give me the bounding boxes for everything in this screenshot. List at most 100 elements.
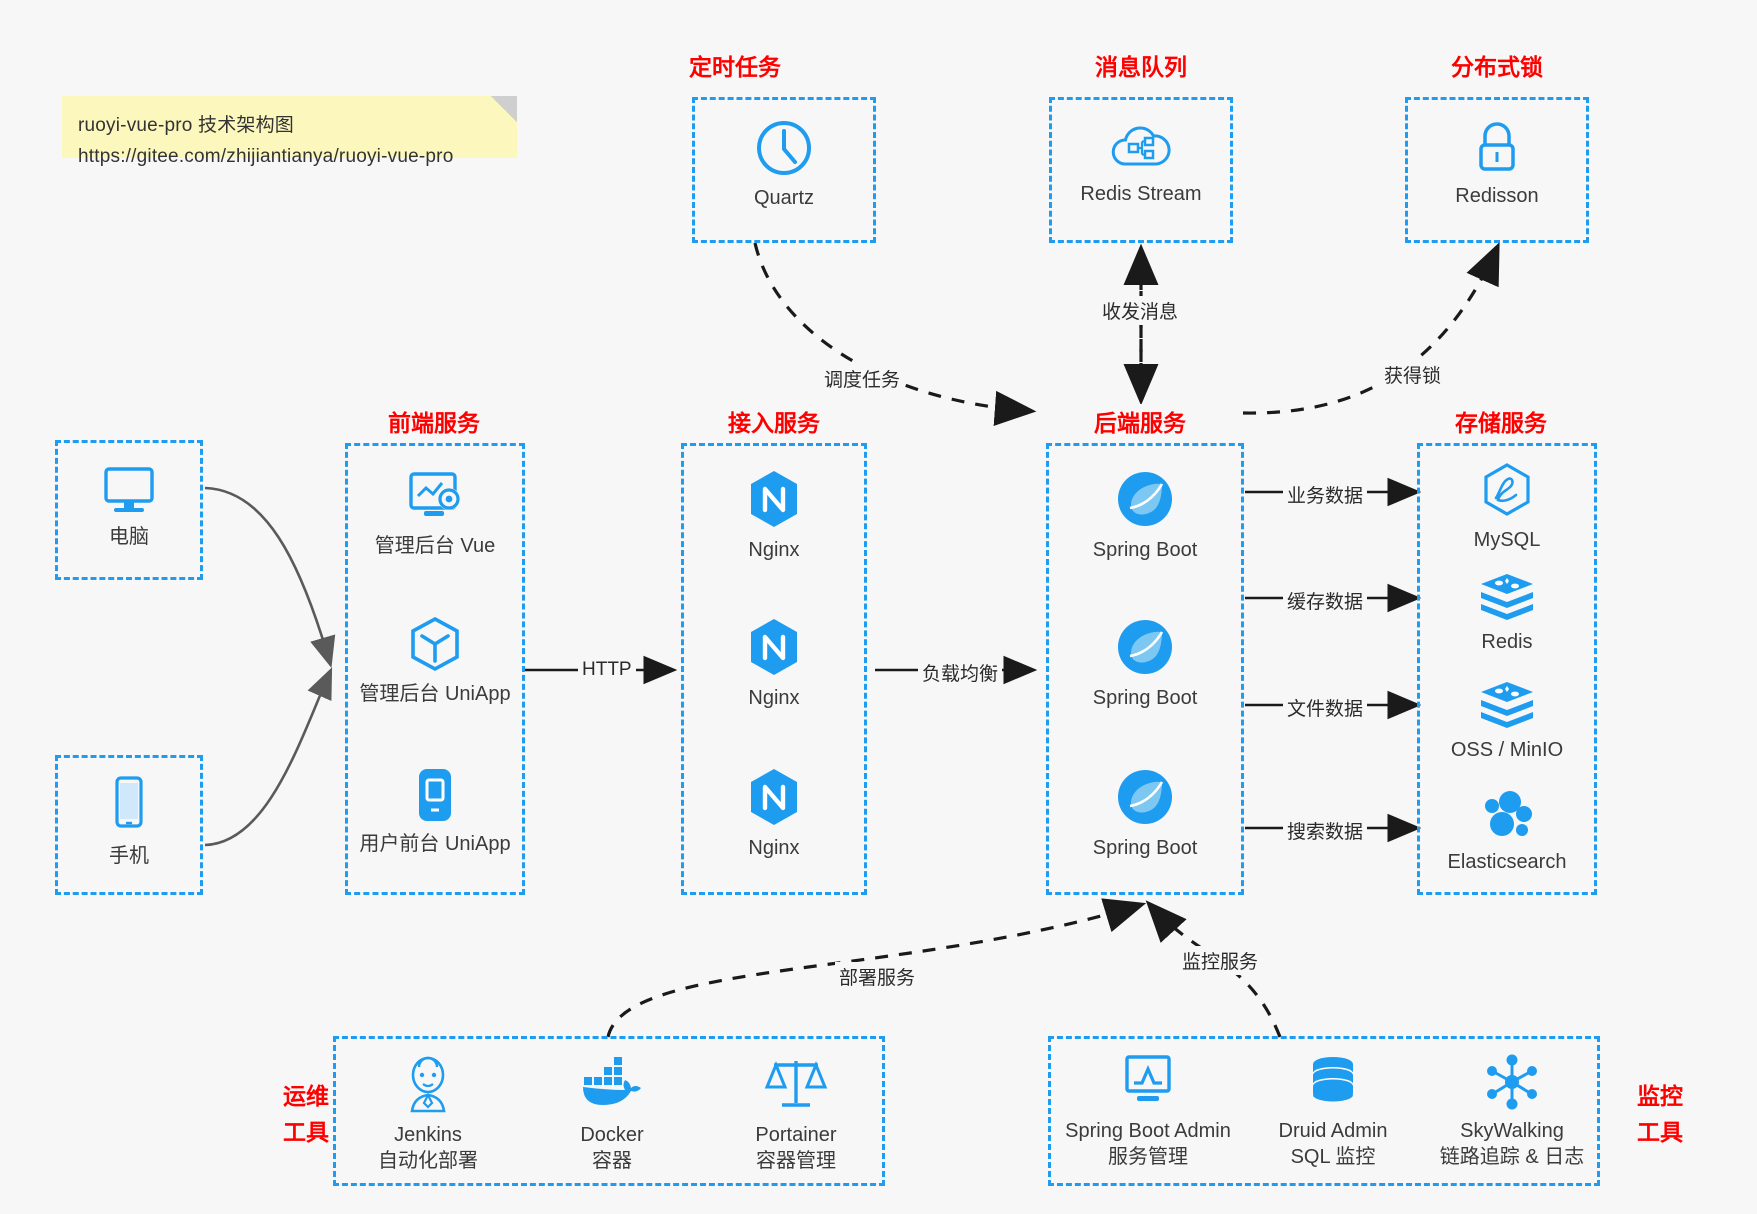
group-title-devops: 运维 工具: [258, 1078, 354, 1150]
node-user-uniapp[interactable]: 用户前台 UniApp: [348, 766, 522, 857]
node-label: Spring Boot Admin: [1065, 1120, 1231, 1142]
jenkins-icon: [410, 1056, 446, 1113]
node-spring-boot-2[interactable]: Spring Boot: [1049, 616, 1241, 711]
node-sublabel: SQL 监控: [1290, 1146, 1376, 1168]
node-jenkins[interactable]: Jenkins 自动化部署: [336, 1053, 520, 1174]
node-admin-uniapp[interactable]: 管理后台 UniApp: [348, 614, 522, 707]
node-label: Spring Boot: [1092, 539, 1198, 561]
node-sublabel: 链路追踪 & 日志: [1439, 1146, 1585, 1168]
devops-title-line2: 工具: [283, 1119, 329, 1145]
node-label: Nginx: [748, 837, 800, 859]
node-spring-boot-1[interactable]: Spring Boot: [1049, 468, 1241, 563]
nginx-icon: [751, 769, 797, 825]
group-title-storage: 存储服务: [1449, 404, 1553, 438]
group-mq: Redis Stream: [1049, 97, 1233, 243]
database-icon: [1313, 1057, 1353, 1102]
node-sublabel: 容器管理: [756, 1150, 836, 1172]
desktop-icon: [104, 467, 154, 512]
edge-label-deploy-service: 部署服务: [835, 962, 920, 991]
group-title-gateway: 接入服务: [722, 404, 826, 438]
devops-title-line1: 运维: [283, 1083, 329, 1109]
edge-label-cache-data: 缓存数据: [1283, 586, 1368, 615]
node-label: Portainer: [755, 1124, 837, 1146]
node-redis-stream[interactable]: Redis Stream: [1052, 118, 1230, 207]
node-docker[interactable]: Docker 容器: [520, 1053, 704, 1174]
node-mysql[interactable]: MySQL: [1420, 462, 1594, 553]
edge-pc-to-frontend: [204, 486, 336, 668]
group-backend: Spring Boot Spring Boot Spring Boot: [1046, 443, 1244, 895]
node-oss-minio[interactable]: OSS / MinIO: [1420, 678, 1594, 763]
lock-icon: [1479, 122, 1515, 171]
node-label: Druid Admin: [1278, 1120, 1388, 1142]
node-mobile[interactable]: 手机: [58, 774, 200, 869]
node-admin-vue[interactable]: 管理后台 Vue: [348, 468, 522, 559]
monitor-gear-icon: [409, 472, 460, 516]
node-label: 管理后台 Vue: [374, 535, 496, 557]
node-sublabel: 容器: [592, 1150, 632, 1172]
node-label: Nginx: [748, 687, 800, 709]
edge-backend-to-redisson: [1242, 242, 1500, 415]
node-druid-admin[interactable]: Druid Admin SQL 监控: [1245, 1053, 1421, 1170]
group-title-mq: 消息队列: [1089, 48, 1193, 82]
node-quartz[interactable]: Quartz: [695, 118, 873, 211]
node-label: Elasticsearch: [1447, 851, 1567, 873]
note-line-title: ruoyi-vue-pro 技术架构图: [78, 115, 295, 136]
scales-icon: [764, 1061, 828, 1107]
spring-boot-icon: [1118, 620, 1172, 674]
node-skywalking[interactable]: SkyWalking 链路追踪 & 日志: [1421, 1053, 1603, 1170]
docker-icon: [583, 1057, 641, 1105]
edge-label-schedule-task: 调度任务: [820, 364, 905, 393]
node-nginx-3[interactable]: Nginx: [684, 766, 864, 861]
mysql-icon: [1484, 463, 1530, 516]
node-spring-boot-admin[interactable]: Spring Boot Admin 服务管理: [1051, 1053, 1245, 1170]
sticky-note: ruoyi-vue-pro 技术架构图 https://gitee.com/zh…: [62, 96, 517, 167]
node-label: Docker: [580, 1124, 644, 1146]
note-line-url: https://gitee.com/zhijiantianya/ruoyi-vu…: [78, 146, 454, 167]
nginx-icon: [751, 619, 797, 675]
monitor-title-line2: 工具: [1637, 1119, 1683, 1145]
spring-boot-icon: [1118, 472, 1172, 526]
skywalking-icon: [1487, 1054, 1537, 1110]
node-label: Redis: [1481, 631, 1533, 653]
group-scheduler: Quartz: [692, 97, 876, 243]
node-portainer[interactable]: Portainer 容器管理: [704, 1053, 888, 1174]
group-title-monitor: 监控 工具: [1612, 1078, 1708, 1150]
group-lock: Redisson: [1405, 97, 1589, 243]
group-title-lock: 分布式锁: [1445, 48, 1549, 82]
edge-label-search-data: 搜索数据: [1283, 816, 1368, 845]
node-label: 用户前台 UniApp: [359, 833, 511, 855]
edge-mobile-to-frontend: [204, 667, 333, 847]
mobile-icon: [115, 776, 143, 828]
node-label: MySQL: [1473, 529, 1541, 551]
group-title-frontend: 前端服务: [382, 404, 486, 438]
monitor-title-line1: 监控: [1637, 1083, 1683, 1109]
node-label: 管理后台 UniApp: [359, 683, 511, 705]
node-nginx-2[interactable]: Nginx: [684, 616, 864, 711]
group-client-mobile: 手机: [55, 755, 203, 895]
node-pc[interactable]: 电脑: [58, 463, 200, 550]
group-storage: MySQL Redis OSS / MinIO: [1417, 443, 1597, 895]
redis-icon: [1481, 574, 1533, 620]
group-title-backend: 后端服务: [1088, 404, 1192, 438]
node-redis[interactable]: Redis: [1420, 570, 1594, 655]
node-label: 手机: [109, 845, 149, 867]
edge-label-send-recv-message: 收发消息: [1098, 296, 1183, 325]
edge-label-file-data: 文件数据: [1283, 693, 1368, 722]
edge-label-monitor-service: 监控服务: [1178, 946, 1263, 975]
node-elasticsearch[interactable]: Elasticsearch: [1420, 786, 1594, 875]
node-label: Jenkins: [394, 1124, 462, 1146]
group-gateway: Nginx Nginx Nginx: [681, 443, 867, 895]
group-frontend: 管理后台 Vue 管理后台 UniApp 用户前台 UniApp: [345, 443, 525, 895]
node-spring-boot-3[interactable]: Spring Boot: [1049, 766, 1241, 861]
cloud-stream-icon: [1111, 126, 1171, 166]
edge-label-http: HTTP: [578, 658, 636, 682]
edge-label-acquire-lock: 获得锁: [1380, 360, 1446, 389]
group-monitor: Spring Boot Admin 服务管理 Druid Admin SQL 监…: [1048, 1036, 1600, 1186]
nginx-icon: [751, 471, 797, 527]
node-redisson[interactable]: Redisson: [1408, 118, 1586, 209]
cube-icon: [411, 616, 459, 672]
node-label: Spring Boot: [1092, 687, 1198, 709]
node-label: Quartz: [753, 187, 815, 209]
node-nginx-1[interactable]: Nginx: [684, 468, 864, 563]
